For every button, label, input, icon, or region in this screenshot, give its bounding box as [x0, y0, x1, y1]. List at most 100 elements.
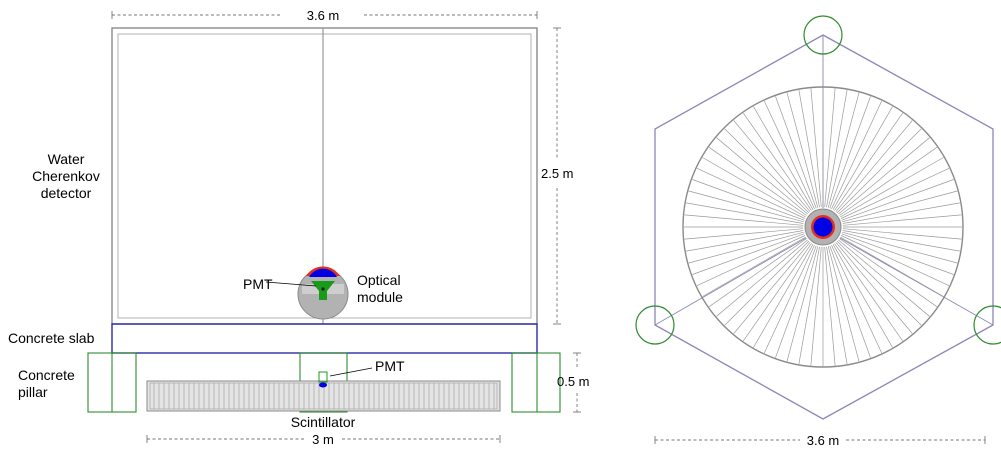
- spoke: [708, 238, 807, 307]
- tank-top-circle: [682, 86, 964, 368]
- spoke: [841, 233, 954, 275]
- spoke: [763, 100, 815, 210]
- top-view: 3.6 m: [635, 15, 1001, 448]
- pillar-circle-top: [803, 15, 843, 55]
- spoke: [775, 245, 817, 358]
- spoke: [840, 167, 950, 219]
- spoke: [763, 244, 815, 354]
- pillar-label-line2: pillar: [18, 384, 48, 400]
- spoke: [775, 96, 817, 209]
- spoke: [842, 214, 962, 226]
- spoke: [840, 236, 944, 297]
- concrete-slab-label: Concrete slab: [8, 330, 95, 346]
- spoke: [834, 243, 903, 342]
- right-width-label: 3.6 m: [807, 433, 840, 448]
- pillar-circle-left: [635, 305, 675, 345]
- spoke: [829, 245, 871, 358]
- spoke: [724, 128, 810, 214]
- pmt-top-leader: [265, 281, 317, 287]
- spoke: [686, 202, 804, 224]
- spoke: [831, 244, 883, 354]
- optical-module-label-line1: Optical: [357, 272, 401, 288]
- pillar-height-label: 0.5 m: [557, 374, 590, 389]
- top-width-label: 3.6 m: [307, 8, 340, 23]
- spoke: [702, 236, 806, 297]
- spoke: [831, 100, 883, 210]
- spoke: [786, 92, 819, 208]
- spoke: [834, 112, 903, 211]
- spoke: [824, 88, 836, 208]
- spoke: [827, 92, 860, 208]
- spoke: [835, 242, 913, 334]
- spoke: [842, 202, 960, 224]
- spoke: [842, 230, 960, 252]
- spoke: [840, 157, 944, 218]
- spoke: [827, 246, 860, 362]
- spoke: [798, 246, 820, 364]
- pillar-height-dimension: [573, 352, 581, 413]
- top-module: [804, 208, 842, 246]
- spoke: [716, 239, 808, 317]
- spoke: [842, 190, 958, 223]
- pmt-bottom-label: PMT: [375, 358, 405, 374]
- spoke: [724, 240, 810, 326]
- spoke: [832, 106, 893, 210]
- spoke: [733, 120, 811, 212]
- spoke: [838, 137, 930, 215]
- wcd-label-line3: detector: [41, 185, 92, 201]
- spoke: [696, 167, 806, 219]
- spoke: [835, 120, 913, 212]
- spoke: [826, 90, 848, 208]
- hexagon-outline: [654, 34, 994, 420]
- spoke: [839, 147, 938, 216]
- spoke: [832, 244, 893, 348]
- height-dimension: [553, 27, 561, 325]
- spoke: [743, 243, 812, 342]
- spoke: [798, 90, 820, 208]
- spoke: [733, 242, 811, 334]
- side-view: 3.6 m PMT Optical module Water Cherenkov…: [8, 8, 590, 447]
- pillar-circles: [635, 15, 1001, 345]
- spoke: [826, 246, 848, 364]
- spoke: [688, 190, 804, 223]
- wcd-label-line1: Water: [48, 151, 85, 167]
- spoke: [753, 244, 814, 348]
- scint-width-dimension: [146, 435, 501, 443]
- spoke: [786, 246, 819, 362]
- spoke: [708, 147, 807, 216]
- spoke: [839, 238, 938, 307]
- right-width-dimension: [654, 436, 986, 444]
- spoke: [688, 231, 804, 264]
- spoke: [686, 230, 804, 252]
- spoke: [842, 228, 962, 240]
- spoke: [716, 137, 808, 215]
- optical-module: [297, 266, 349, 320]
- spoke: [702, 157, 806, 218]
- spoke: [836, 240, 922, 326]
- top-width-dimension: [111, 11, 538, 19]
- concrete-slab: [111, 323, 538, 354]
- pillar-right: [511, 352, 561, 413]
- spoke: [684, 214, 804, 226]
- spoke: [836, 128, 922, 214]
- spoke: [810, 246, 822, 366]
- spoke: [692, 233, 805, 275]
- spoke: [838, 239, 930, 317]
- spoke: [810, 88, 822, 208]
- scint-width-label: 3 m: [312, 432, 334, 447]
- pmt-top-label: PMT: [243, 276, 273, 292]
- spoke: [753, 106, 814, 210]
- optical-module-label-line2: module: [357, 289, 403, 305]
- height-label: 2.5 m: [541, 166, 574, 181]
- spoke: [824, 246, 836, 366]
- pillar-circle-right: [973, 305, 1001, 345]
- spoke: [840, 235, 950, 287]
- spoke: [829, 96, 871, 209]
- pillar-label-line1: Concrete: [18, 367, 75, 383]
- wcd-label-line2: Cherenkov: [32, 168, 100, 184]
- scintillator-pmt: [318, 371, 328, 388]
- spoke: [696, 235, 806, 287]
- spoke: [692, 179, 805, 221]
- tank-spokes: [684, 88, 962, 366]
